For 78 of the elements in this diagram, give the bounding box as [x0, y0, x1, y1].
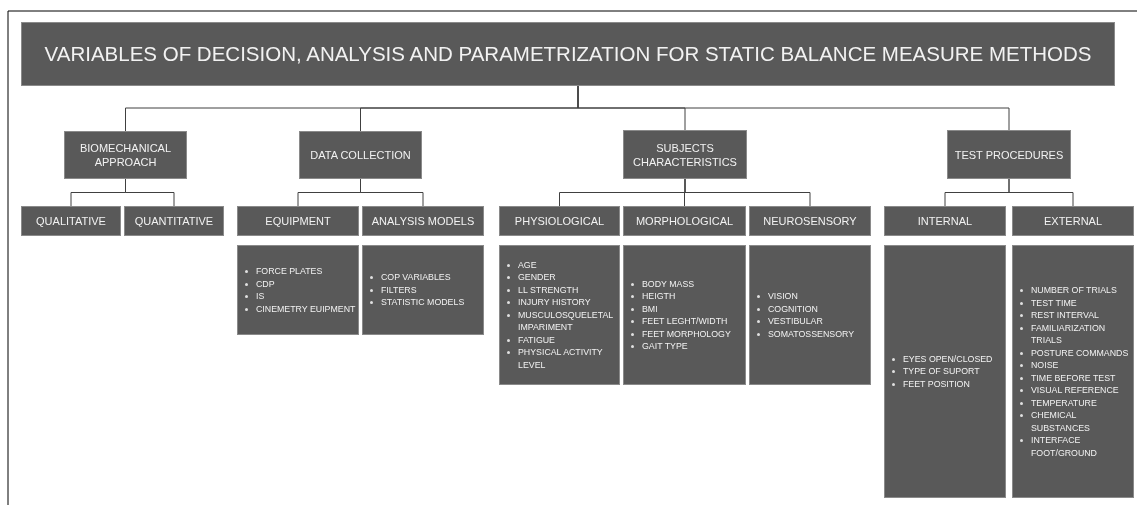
list-item: NUMBER OF TRIALS [1031, 284, 1117, 297]
list-item: CDP [256, 277, 275, 290]
list-item: REST INTERVAL [1031, 309, 1099, 322]
list-item: CINEMETRY EUIPMENT [256, 302, 356, 315]
category-label: QUANTITATIVE [133, 214, 215, 228]
category-box [623, 130, 747, 179]
category-label: PHYSIOLOGICAL [513, 214, 606, 228]
list-item: GENDER [518, 271, 556, 284]
category-label: SUBJECTS CHARACTERISTICS [632, 140, 738, 169]
connector-line [577, 85, 1010, 131]
list-item: MUSCULOSQUELETAL IMPARIMENT [518, 308, 614, 334]
category-box [749, 206, 871, 236]
list-item: VISUAL REFERENCE [1031, 384, 1119, 397]
list-item: CHEMICAL SUBSTANCES [1031, 409, 1091, 434]
connector-line [1008, 178, 1074, 207]
category-box [362, 206, 484, 236]
list-item: FILTERS [381, 283, 417, 297]
list-item: SOMATOSSENSORY [768, 327, 855, 340]
list-item: GAIT TYPE [642, 340, 688, 353]
list-item: NOISE [1031, 359, 1059, 372]
list-item: FEET POSITION [903, 377, 970, 391]
list-item: COP VARIABLES [381, 271, 451, 284]
category-label: BIOMECHANICAL APPROACH [78, 141, 173, 169]
list-item: FORCE PLATES [256, 265, 323, 278]
list-item: LL STRENGTH [518, 283, 579, 297]
list-box [623, 245, 746, 385]
list-item: TEMPERATURE [1031, 396, 1097, 409]
category-label: TEST PROCEDURES [953, 147, 1065, 162]
category-label: MORPHOLOGICAL [634, 214, 735, 228]
list-item: BODY MASS [642, 277, 695, 290]
list-item: FAMILIARIZATION TRIALS [1031, 321, 1107, 347]
category-label: NEUROSENSORY [762, 214, 858, 228]
list-item: INTERFACE FOOT/GROUND [1031, 434, 1098, 459]
connector-line [125, 178, 175, 207]
list-item: FEET LEGHT/WIDTH [642, 315, 728, 328]
list-box [499, 245, 620, 385]
list-item: INJURY HISTORY [518, 296, 591, 309]
list-item: EYES OPEN/CLOSED [903, 352, 993, 366]
list-item: VESTIBULAR [768, 315, 823, 328]
list-box [237, 245, 359, 335]
category-box [21, 206, 121, 236]
category-label: EXTERNAL [1042, 214, 1104, 228]
connector-line [360, 178, 424, 207]
list-item: FEET MORPHOLOGY [642, 327, 731, 340]
list-item: PHYSICAL ACTIVITY LEVEL [518, 346, 604, 372]
list-item: AGE [518, 258, 537, 272]
category-label: EQUIPMENT [264, 214, 332, 228]
list-item: VISION [768, 290, 798, 303]
category-box [299, 131, 422, 179]
category-box [947, 130, 1071, 179]
category-label: ANALYSIS MODELS [370, 214, 476, 228]
list-box [362, 245, 484, 335]
list-item: POSTURE COMMANDS [1031, 346, 1129, 359]
title-box [21, 22, 1115, 86]
list-item: STATISTIC MODELS [381, 296, 465, 309]
category-label: INTERNAL [916, 214, 974, 228]
list-item: FATIGUE [518, 333, 555, 347]
category-label: DATA COLLECTION [309, 148, 412, 162]
header-label: VARIABLES OF DECISION, ANALYSIS AND PARAMETRIZATION FOR STATIC BALANCE MEASURE METHODS [43, 41, 1093, 67]
category-box [499, 206, 620, 236]
list-item: BMI [642, 302, 658, 315]
category-label: QUALITATIVE [35, 214, 107, 228]
list-item: IS [256, 290, 265, 303]
list-item: TIME BEFORE TEST [1031, 371, 1116, 384]
category-box [884, 206, 1006, 236]
category-box [64, 131, 187, 179]
list-box [884, 245, 1006, 498]
list-item: TEST TIME [1031, 296, 1077, 309]
list-box [1012, 245, 1134, 498]
connector-line [684, 178, 811, 207]
list-box [749, 245, 871, 385]
list-item: HEIGTH [642, 290, 676, 303]
category-box [623, 206, 746, 236]
category-box [1012, 206, 1134, 236]
list-item: COGNITION [768, 302, 818, 315]
category-box [124, 206, 224, 236]
list-item: TYPE OF SUPORT [903, 365, 980, 378]
category-box [237, 206, 359, 236]
